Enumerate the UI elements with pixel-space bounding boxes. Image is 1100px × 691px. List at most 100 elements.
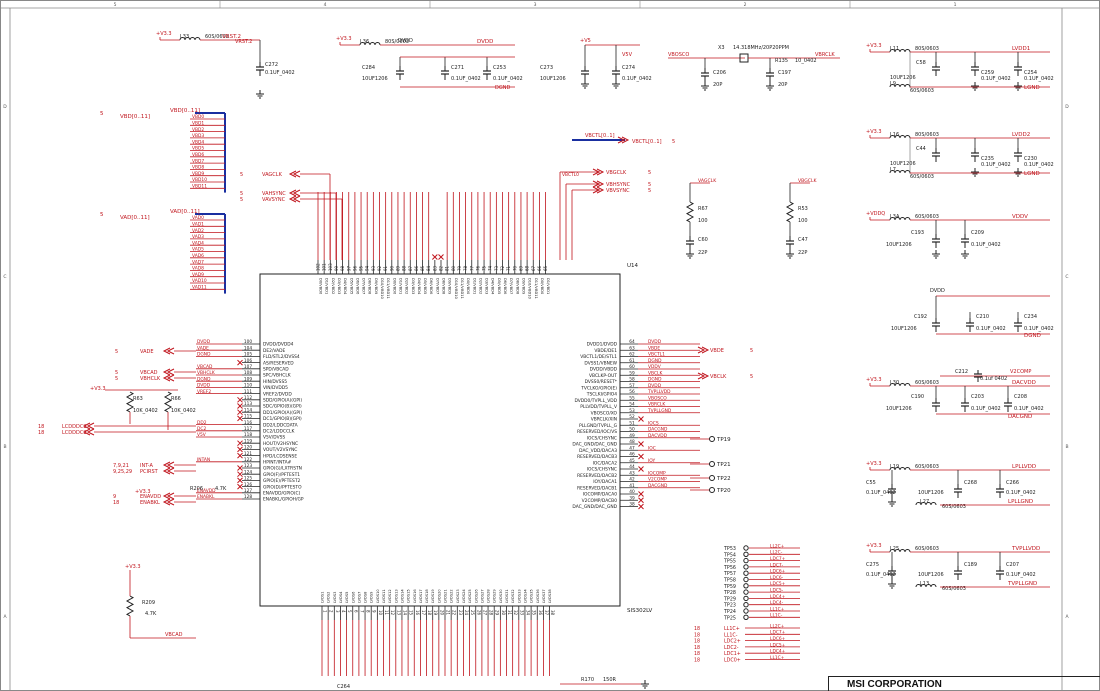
power-net: LVDD1 [1012,46,1030,52]
no-connect [237,396,243,403]
pin-name: IOCS/CHSYNC [587,467,617,473]
pin-number: 35 [532,610,537,616]
offpage-arrow [288,195,301,203]
resistor-value: 10K_0402 [133,408,158,414]
pin-name: D2/VBD2 [478,278,482,294]
pin-number: 40 [629,489,635,495]
pin-name: D7/VBD7 [435,278,439,294]
capacitor-value: 10UF1206 [890,161,916,167]
capacitor-value: 0.1UF_0402 [1006,490,1036,496]
company-name: MSI CORPORATION [847,679,942,690]
net-label: VAGCLK [698,178,717,184]
inductor-value: 60S/0603 [205,34,229,40]
lvds-ref: LDC2- [724,645,739,651]
frame-row-label: D [1065,104,1069,110]
resistor [163,391,173,413]
offpage-net: VBCLK [710,374,727,380]
capacitor-value: 22P [698,250,707,256]
pin-number: 91 [383,265,388,271]
test-point [743,564,749,570]
pin-number: 60 [629,364,635,370]
pin-name: RESERVED/DACB2 [577,473,617,479]
capacitor-ref: C209 [971,230,984,236]
pin-name: LVDS34 [523,589,527,603]
pin-number: 126 [244,482,252,488]
test-point-ref: TP29 [723,596,736,602]
pin-name: LVDS37 [542,589,546,603]
pin-number: 8 [366,610,371,613]
pin-number: 83 [432,265,437,271]
net-label: VBCTL0 [562,172,579,178]
test-point-ref: TP53 [723,546,736,552]
resistor [125,391,135,413]
power-net: LGND [1024,171,1040,177]
pin-number: 118 [244,432,252,438]
pin-name: LVDS21 [444,589,448,603]
pin-name: D9/VBD9 [521,278,525,295]
net-label: DD2 [197,420,207,426]
net-label: V2COMP [648,477,667,483]
pin-number: 111 [244,389,252,395]
offpage-arrow [697,372,710,380]
pin-number: 64 [629,339,635,345]
page-ref: 5 [240,191,243,197]
pin-number: 29 [495,610,500,616]
pin-name: D8/VBD8 [515,278,519,295]
pin-number: 47 [629,445,635,451]
pin-name: D0/VBD0 [319,278,323,295]
pin-number: 127 [244,488,252,494]
pin-name: LVDS14 [400,589,404,603]
capacitor-value: 0.1UF_0402 [1024,76,1054,82]
inductor-value: 60S/0603 [915,546,939,552]
pin-name: V5V/DVSS [263,435,285,441]
pin-number: 1 [323,610,328,613]
test-point [743,608,749,614]
pin-name: VBRCLK/XIN [591,417,617,423]
vad-bus-label: VAD[0..11] [170,209,200,215]
net-label: DVDD [648,339,662,345]
capacitor-value: 0.1UF_0402 [866,490,896,496]
pin-name: LVDS31 [505,589,509,603]
capacitor-value: 20P [713,82,722,88]
pin-number: 21 [446,610,451,616]
lvds-signal: LL1C+ [770,655,785,661]
pin-name: LVDS11 [382,589,386,603]
offpage-net: VAVSYNC [262,197,286,203]
pin-name: DVDD/VBDD [590,367,618,373]
pin-name: D0/VBD0 [466,278,470,295]
lvds-signal: LL1C- [770,613,783,619]
test-point [743,602,749,608]
pin-number: 90 [389,265,394,271]
pin-number: 89 [395,265,400,271]
resistor-value: 150R [603,677,617,683]
offpage-arrow [162,368,175,376]
offpage-net: VBGCLK [606,170,627,176]
resistor-ref: R67 [698,206,708,212]
page-ref: 5 [115,376,118,382]
bus-signal: VAD0 [192,215,204,221]
inductor [889,467,911,471]
offpage-net: ENABKL [140,500,160,506]
pin-number: 52 [629,414,635,420]
pin-name: SPC/VBHCLK [263,373,291,379]
pin-number: 51 [629,420,635,426]
test-point-label: TP22 [716,476,731,482]
pin-number: 114 [244,407,252,413]
pin-name: D4/VBD4 [491,278,495,295]
resistor-value: 10K_0402 [171,408,196,414]
pin-number: 66 [537,265,542,271]
power-net: DVDD [477,39,493,45]
pin-name: HPINT/INTA# [263,460,292,466]
pin-number: 13 [396,610,401,616]
pin-number: 81 [445,265,450,271]
capacitor-ref: C259 [981,70,994,76]
pin-number: 103 [328,263,333,271]
test-point [709,436,715,442]
capacitor-ref: C271 [451,65,464,71]
pin-name: IOCOMP/DACA0 [583,492,617,498]
page-ref: 18 [694,658,700,664]
test-point [709,461,715,467]
pin-name: LVDS36 [536,589,540,603]
